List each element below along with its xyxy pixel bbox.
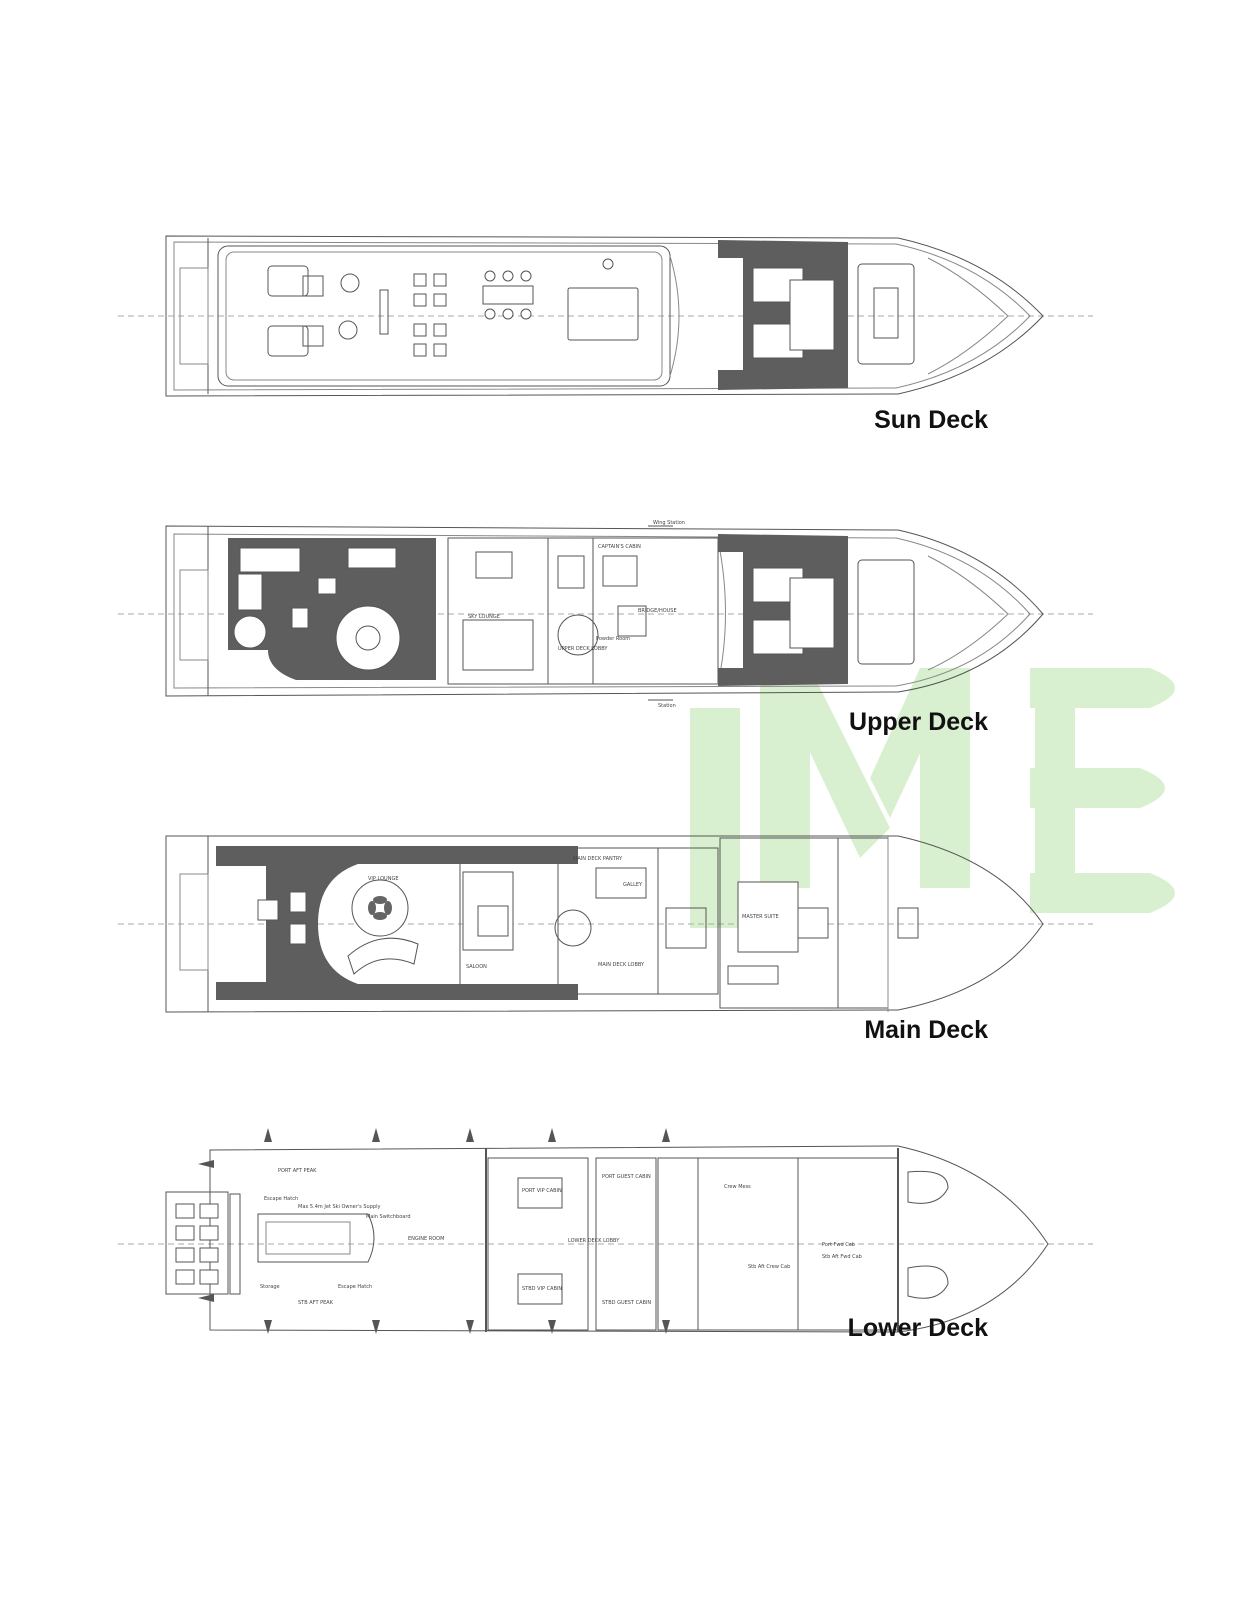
main-deck-plan: MAIN DECK PANTRY GALLEY SALOON MASTER SU… bbox=[118, 828, 1098, 1044]
svg-text:ENGINE ROOM: ENGINE ROOM bbox=[408, 1236, 444, 1242]
svg-text:VIP LOUNGE: VIP LOUNGE bbox=[368, 876, 398, 882]
upper-deck-plan: CAPTAIN'S CABIN SKY LOUNGE Powder Room U… bbox=[118, 520, 1098, 736]
svg-text:STBD GUEST CABIN: STBD GUEST CABIN bbox=[602, 1300, 651, 1306]
svg-text:SKY LOUNGE: SKY LOUNGE bbox=[468, 614, 500, 620]
svg-text:Crew Mess: Crew Mess bbox=[724, 1184, 751, 1190]
svg-text:PORT AFT PEAK: PORT AFT PEAK bbox=[278, 1168, 317, 1174]
svg-text:STBD VIP CABIN: STBD VIP CABIN bbox=[522, 1286, 562, 1292]
sun-deck-drawing bbox=[118, 235, 1093, 397]
svg-text:BRIDGE/HOUSE: BRIDGE/HOUSE bbox=[638, 608, 677, 614]
lower-deck-plan: PORT AFT PEAK Escape Hatch Max 5.4m Jet … bbox=[118, 1128, 1098, 1342]
svg-text:Stb Aft Fwd Cab: Stb Aft Fwd Cab bbox=[822, 1254, 862, 1260]
svg-text:SALOON: SALOON bbox=[466, 964, 487, 970]
svg-text:Max 5.4m Jet Ski Owner's Suppl: Max 5.4m Jet Ski Owner's Supply bbox=[298, 1204, 380, 1210]
svg-text:Escape Hatch: Escape Hatch bbox=[264, 1196, 298, 1202]
svg-text:CAPTAIN'S CABIN: CAPTAIN'S CABIN bbox=[598, 544, 641, 550]
sun-deck-plan: Sun Deck bbox=[118, 228, 1098, 434]
lower-deck-drawing: PORT AFT PEAK Escape Hatch Max 5.4m Jet … bbox=[118, 1128, 1093, 1334]
svg-text:Stb Aft Crew Cab: Stb Aft Crew Cab bbox=[748, 1264, 790, 1270]
deck-title-lower: Lower Deck bbox=[847, 1314, 988, 1342]
svg-text:Port Fwd Cab: Port Fwd Cab bbox=[822, 1242, 855, 1248]
deck-title-main: Main Deck bbox=[864, 1016, 988, 1044]
svg-text:PORT VIP CABIN: PORT VIP CABIN bbox=[522, 1188, 562, 1194]
main-deck-drawing: MAIN DECK PANTRY GALLEY SALOON MASTER SU… bbox=[118, 835, 1093, 1013]
deck-title-upper: Upper Deck bbox=[849, 708, 988, 736]
svg-text:Escape Hatch: Escape Hatch bbox=[338, 1284, 372, 1290]
svg-text:MAIN DECK PANTRY: MAIN DECK PANTRY bbox=[573, 856, 623, 862]
svg-text:Main Switchboard: Main Switchboard bbox=[366, 1214, 411, 1220]
svg-text:MAIN DECK LOBBY: MAIN DECK LOBBY bbox=[598, 962, 645, 968]
svg-text:Powder Room: Powder Room bbox=[596, 636, 630, 642]
svg-text:GALLEY: GALLEY bbox=[623, 882, 643, 888]
svg-text:Station: Station bbox=[658, 703, 676, 709]
upper-deck-drawing: CAPTAIN'S CABIN SKY LOUNGE Powder Room U… bbox=[118, 520, 1093, 709]
svg-text:PORT GUEST CABIN: PORT GUEST CABIN bbox=[602, 1174, 651, 1180]
watermark-logo bbox=[690, 668, 1175, 928]
svg-text:Wing Station: Wing Station bbox=[653, 520, 685, 526]
deck-title-sun: Sun Deck bbox=[874, 406, 988, 434]
svg-text:LOWER DECK LOBBY: LOWER DECK LOBBY bbox=[568, 1238, 620, 1244]
svg-text:STB AFT PEAK: STB AFT PEAK bbox=[298, 1300, 334, 1306]
svg-text:Storage: Storage bbox=[260, 1284, 280, 1290]
svg-text:UPPER DECK LOBBY: UPPER DECK LOBBY bbox=[558, 646, 608, 652]
svg-text:MASTER SUITE: MASTER SUITE bbox=[742, 914, 779, 920]
